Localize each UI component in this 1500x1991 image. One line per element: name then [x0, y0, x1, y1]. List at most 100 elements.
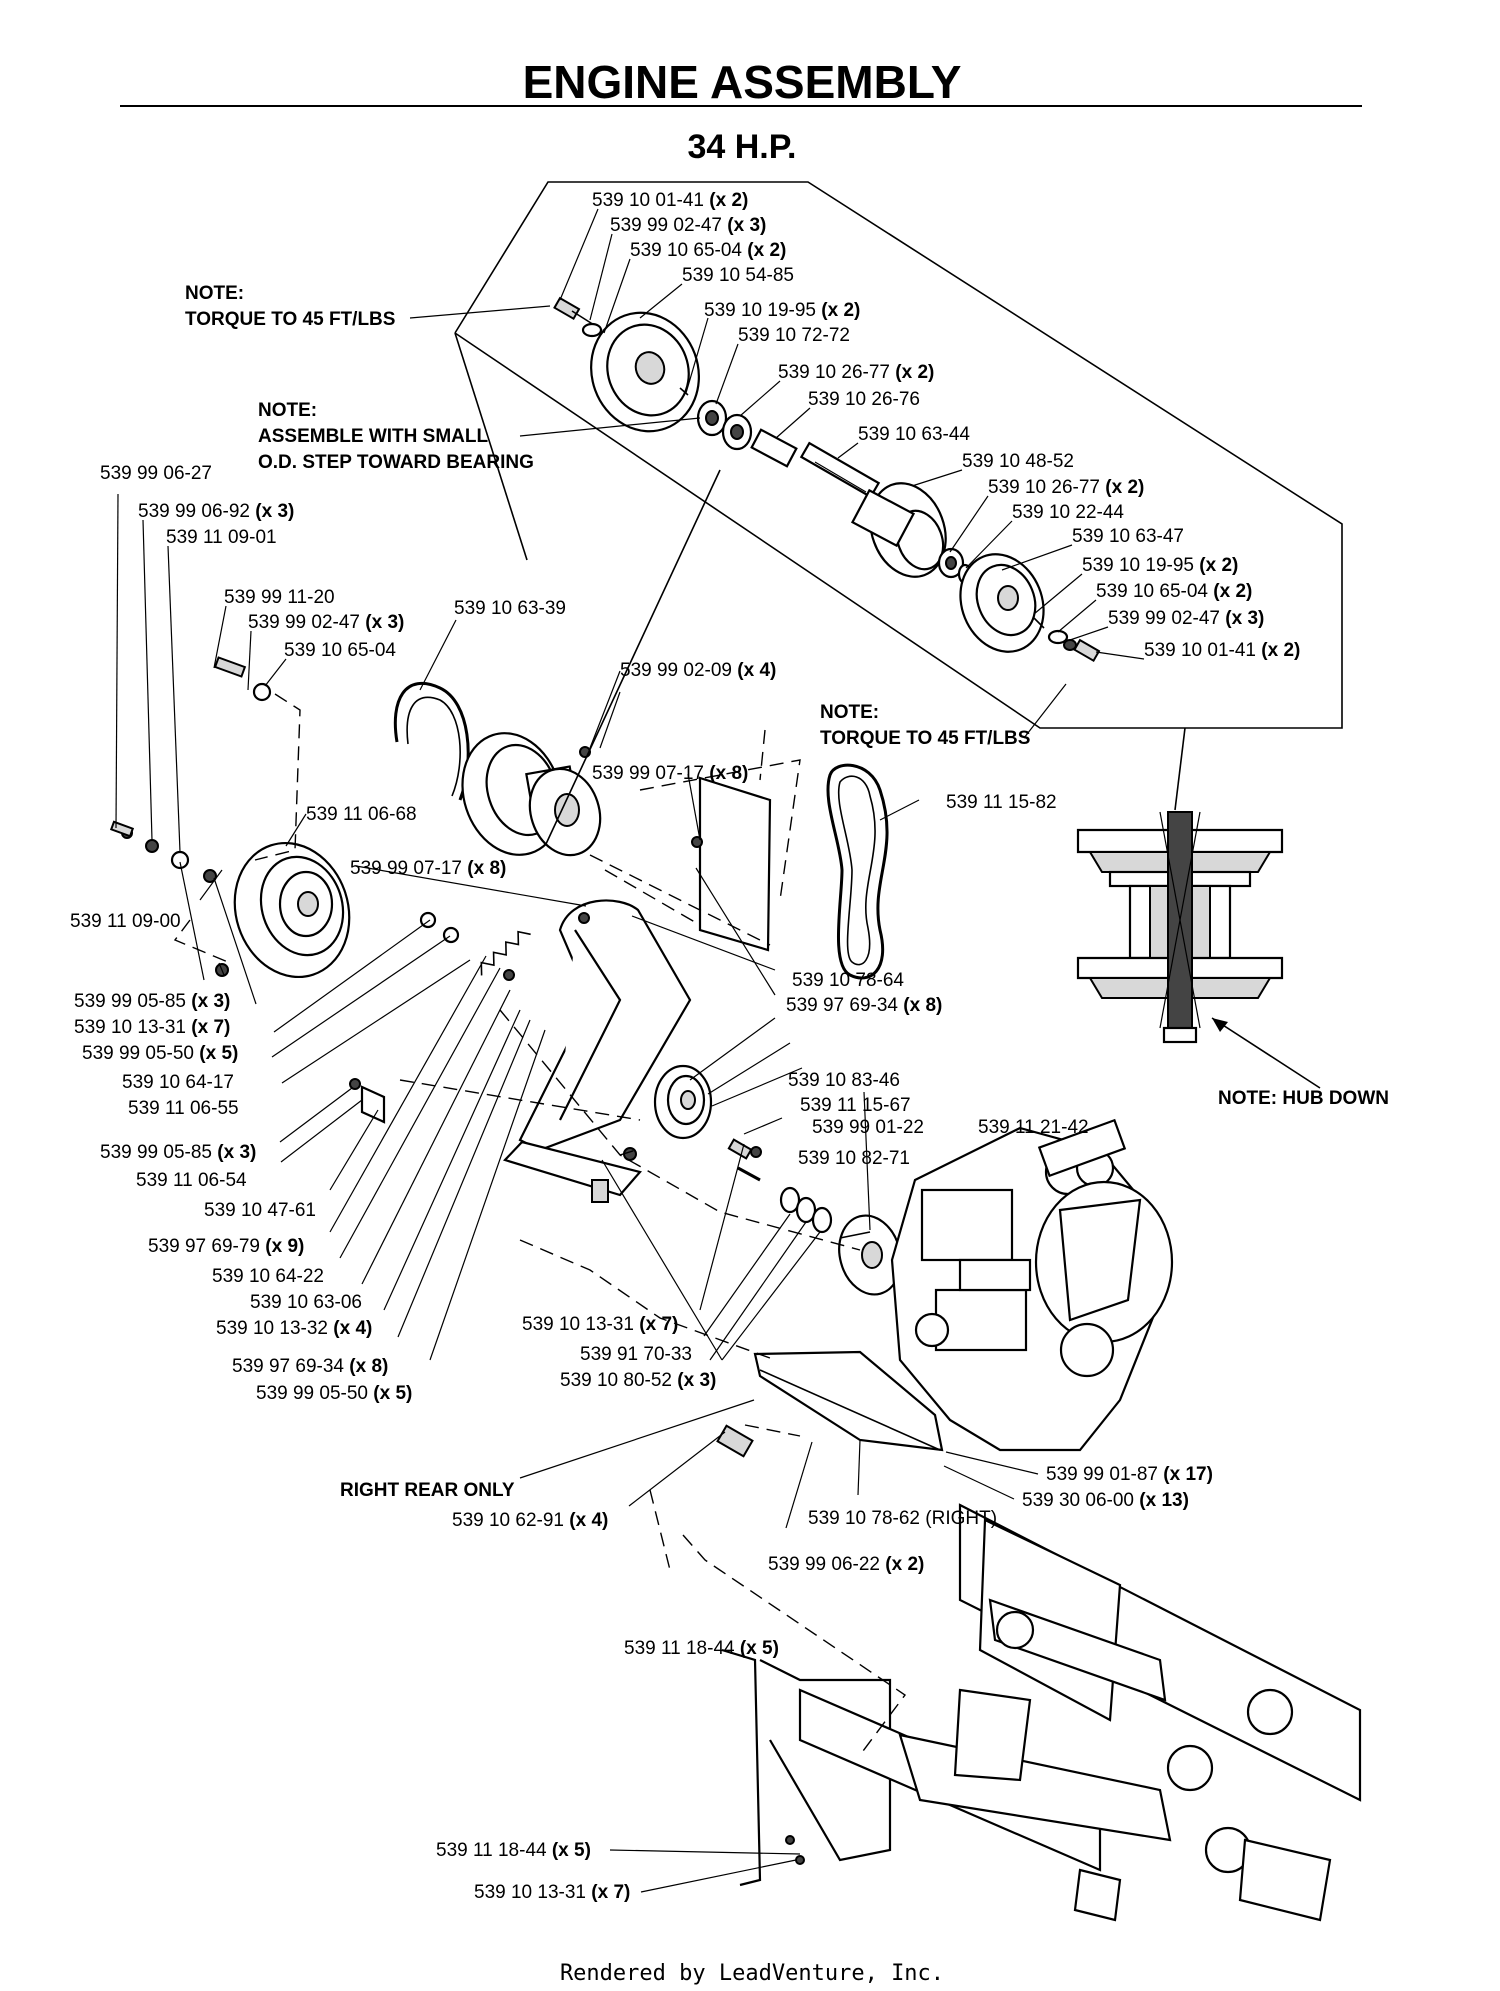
- notes: NOTE: TORQUE TO 45 FT/LBS NOTE: ASSEMBLE…: [185, 283, 1389, 1501]
- callout-label: 539 11 18-44 (x 5): [436, 1840, 591, 1861]
- callout-label: 539 99 02-47 (x 3): [1108, 608, 1264, 629]
- small-bracket: [360, 1085, 386, 1124]
- callout-label: 539 11 15-67: [800, 1095, 911, 1116]
- callout-label: 539 10 65-04 (x 2): [1096, 581, 1252, 602]
- callout-label: 539 99 06-22 (x 2): [768, 1554, 924, 1575]
- callout-label: 539 10 63-06: [250, 1292, 362, 1313]
- callout-label: 539 99 06-92 (x 3): [138, 501, 294, 522]
- page-subtitle: 34 H.P.: [687, 128, 796, 166]
- callout-label: 539 10 80-52 (x 3): [560, 1370, 716, 1391]
- callout-label: 539 11 06-68: [306, 804, 417, 825]
- callout-label: 539 99 05-50 (x 5): [82, 1043, 238, 1064]
- callout-label: 539 10 65-04: [284, 640, 396, 661]
- exploded-group-outline: [454, 181, 1343, 729]
- callout-label: 539 11 18-44 (x 5): [624, 1638, 779, 1659]
- note-torque-mid-text: TORQUE TO 45 FT/LBS: [820, 728, 1030, 749]
- callout-label: 539 10 13-31 (x 7): [74, 1017, 230, 1038]
- callout-label: 539 10 65-04 (x 2): [630, 240, 786, 261]
- callout-label: 539 10 47-61: [204, 1200, 316, 1221]
- callout-label: 539 10 13-31 (x 7): [522, 1314, 678, 1335]
- note-assemble-line1: ASSEMBLE WITH SMALL: [258, 426, 488, 447]
- callout-label: 539 99 07-17 (x 8): [350, 858, 506, 879]
- note-torque-top-heading: NOTE:: [185, 283, 244, 304]
- callout-label: 539 10 63-44: [858, 424, 970, 445]
- callout-label: 539 97 69-34 (x 8): [786, 995, 942, 1016]
- callout-label: 539 10 26-77 (x 2): [988, 477, 1144, 498]
- callout-label: 539 99 01-87 (x 17): [1046, 1464, 1213, 1485]
- belt-callout-guide: [454, 332, 528, 561]
- top-spindle-group: [553, 296, 1101, 663]
- callout-label: 539 99 05-50 (x 5): [256, 1383, 412, 1404]
- callout-label: 539 30 06-00 (x 13): [1022, 1490, 1189, 1511]
- hub-leader: [1174, 727, 1186, 811]
- tractor-frame: [721, 1503, 1362, 1922]
- key: [679, 387, 689, 396]
- callout-label: 539 99 02-47 (x 3): [610, 215, 766, 236]
- callout-label: 539 10 64-22: [212, 1266, 324, 1287]
- assembly-centerlines: [173, 693, 907, 1756]
- callout-label: 539 11 06-55: [128, 1098, 239, 1119]
- spacer-tube: [750, 428, 798, 468]
- drive-belt: [826, 763, 889, 980]
- callout-label: 539 99 06-27: [100, 463, 212, 484]
- callout-label: 539 11 09-00: [70, 911, 181, 932]
- callout-label: 539 10 54-85: [682, 265, 794, 286]
- callout-label: 539 10 26-76: [808, 389, 920, 410]
- callout-label: 539 10 01-41 (x 2): [592, 190, 748, 211]
- callout-label: 539 10 63-47: [1072, 526, 1184, 547]
- callout-label: 539 99 05-85 (x 3): [74, 991, 230, 1012]
- note-torque-mid-heading: NOTE:: [820, 702, 879, 723]
- page-title: ENGINE ASSEMBLY: [523, 56, 962, 108]
- callout-label: 539 10 13-31 (x 7): [474, 1882, 630, 1903]
- callout-label: 539 10 83-46: [788, 1070, 900, 1091]
- note-torque-top-text: TORQUE TO 45 FT/LBS: [185, 309, 395, 330]
- footer-credit: Rendered by LeadVenture, Inc.: [560, 1961, 944, 1986]
- callout-label: 539 10 62-91 (x 4): [452, 1510, 608, 1531]
- callout-label: 539 97 69-79 (x 9): [148, 1236, 304, 1257]
- spindle-housing: [850, 482, 947, 578]
- callout-label: 539 10 72-72: [738, 325, 850, 346]
- callout-label: 539 97 69-34 (x 8): [232, 1356, 388, 1377]
- hub-cross-section: [1076, 811, 1284, 1044]
- callout-label: 539 99 07-17 (x 8): [592, 763, 748, 784]
- note-right-rear-only: RIGHT REAR ONLY: [340, 1480, 515, 1501]
- shaft-spacers: [737, 1166, 833, 1234]
- callout-label: 539 10 78-64: [792, 970, 904, 991]
- washer: [581, 322, 603, 338]
- note-assemble-line2: O.D. STEP TOWARD BEARING: [258, 452, 534, 473]
- engine: [838, 1118, 1174, 1452]
- upper-pulley: [590, 311, 700, 433]
- leader-lines: [115, 208, 1145, 1893]
- hub-down-arrow: [1211, 1017, 1321, 1089]
- callout-label: 539 10 19-95 (x 2): [704, 300, 860, 321]
- spindle-shaft: [799, 441, 881, 499]
- callout-label: 539 10 48-52: [962, 451, 1074, 472]
- callout-label: 539 99 02-47 (x 3): [248, 612, 404, 633]
- idler-pulley: [653, 1064, 713, 1140]
- callout-label: 539 10 22-44: [1012, 502, 1124, 523]
- callout-label: 539 10 13-32 (x 4): [216, 1318, 372, 1339]
- jackshaft-pulley: [461, 732, 602, 857]
- callout-label: 539 11 15-82: [946, 792, 1057, 813]
- callout-label: 539 99 02-09 (x 4): [620, 660, 776, 681]
- electric-clutch: [233, 841, 351, 979]
- callout-label: 539 10 01-41 (x 2): [1144, 640, 1300, 661]
- callout-labels: 539 10 01-41 (x 2) 539 99 02-47 (x 3) 53…: [70, 190, 1300, 1903]
- callout-label: 539 10 82-71: [798, 1148, 910, 1169]
- idler-arm: [502, 899, 692, 1197]
- callout-label: 539 99 05-85 (x 3): [100, 1142, 256, 1163]
- callout-label: 539 11 21-42: [978, 1117, 1089, 1138]
- callout-label: 539 10 64-17: [122, 1072, 234, 1093]
- bolt-lower-right: [1073, 638, 1101, 663]
- callout-label: 539 10 78-62 (RIGHT): [808, 1508, 997, 1529]
- tension-spring: [480, 930, 531, 976]
- callout-label: 539 10 19-95 (x 2): [1082, 555, 1238, 576]
- guard-plate: [698, 776, 772, 952]
- mount-plate-right: [716, 1350, 944, 1458]
- callout-label: 539 91 70-33: [580, 1344, 692, 1365]
- hardware-fasteners: [109, 656, 762, 1203]
- callout-label: 539 10 63-39: [454, 598, 566, 619]
- callout-label: 539 99 01-22: [812, 1117, 924, 1138]
- callout-label: 539 99 11-20: [224, 587, 335, 608]
